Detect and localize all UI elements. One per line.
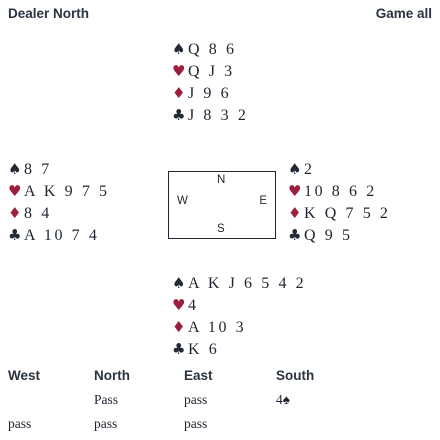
vulnerability-label: Game all	[375, 6, 432, 21]
east-hand: ♠2 ♥10 8 6 2 ♦K Q 7 5 2 ♣Q 9 5	[288, 158, 391, 246]
east-clubs: ♣Q 9 5	[288, 224, 391, 246]
auction-bid: pass	[184, 416, 208, 431]
spade-icon: ♠	[172, 274, 186, 292]
auction-header-north: North	[94, 368, 130, 383]
south-hearts: ♥4	[172, 294, 306, 316]
north-clubs: ♣J 8 3 2	[172, 104, 248, 126]
north-hearts-cards: Q J 3	[188, 63, 235, 80]
compass-box: N W E S	[168, 171, 276, 239]
south-hand: ♠A K J 6 5 4 2 ♥4 ♦A 10 3 ♣K 6	[172, 272, 306, 360]
west-spades: ♠8 7	[8, 158, 110, 180]
spade-icon: ♠	[172, 40, 186, 58]
east-hearts: ♥10 8 6 2	[288, 180, 391, 202]
club-icon: ♣	[172, 106, 186, 124]
auction-header-west: West	[8, 368, 41, 383]
dealer-label: Dealer North	[8, 6, 90, 21]
south-clubs: ♣K 6	[172, 338, 306, 360]
spade-icon: ♠	[8, 160, 22, 178]
heart-icon: ♥	[288, 182, 302, 200]
auction-bid: pass	[94, 416, 118, 431]
west-diamonds: ♦8 4	[8, 202, 110, 224]
east-hearts-cards: 10 8 6 2	[304, 183, 377, 200]
west-spades-cards: 8 7	[24, 161, 52, 178]
east-diamonds-cards: K Q 7 5 2	[304, 205, 391, 222]
west-clubs: ♣A 10 7 4	[8, 224, 110, 246]
east-spades: ♠2	[288, 158, 391, 180]
west-diamonds-cards: 8 4	[24, 205, 52, 222]
heart-icon: ♥	[172, 296, 186, 314]
west-clubs-cards: A 10 7 4	[24, 227, 100, 244]
club-icon: ♣	[8, 226, 22, 244]
spade-icon: ♠	[288, 160, 302, 178]
south-diamonds: ♦A 10 3	[172, 316, 306, 338]
auction-bid: 4♠	[276, 392, 290, 407]
north-diamonds: ♦J 9 6	[172, 82, 248, 104]
auction-header-east: East	[184, 368, 213, 383]
north-hearts: ♥Q J 3	[172, 60, 248, 82]
heart-icon: ♥	[172, 62, 186, 80]
north-spades: ♠Q 8 6	[172, 38, 248, 60]
north-diamonds-cards: J 9 6	[188, 85, 232, 102]
heart-icon: ♥	[8, 182, 22, 200]
south-clubs-cards: K 6	[188, 341, 220, 358]
south-spades-cards: A K J 6 5 4 2	[188, 275, 307, 292]
auction-bid: Pass	[94, 392, 119, 407]
diamond-icon: ♦	[288, 204, 302, 222]
auction-header-south: South	[276, 368, 315, 383]
diamond-icon: ♦	[172, 84, 186, 102]
west-hand: ♠8 7 ♥A K 9 7 5 ♦8 4 ♣A 10 7 4	[8, 158, 110, 246]
compass-east: E	[259, 195, 267, 207]
south-spades: ♠A K J 6 5 4 2	[172, 272, 306, 294]
south-hearts-cards: 4	[188, 297, 199, 314]
north-clubs-cards: J 8 3 2	[188, 107, 249, 124]
diamond-icon: ♦	[172, 318, 186, 336]
auction-bid: pass	[8, 416, 32, 431]
south-diamonds-cards: A 10 3	[188, 319, 247, 336]
diamond-icon: ♦	[8, 204, 22, 222]
north-spades-cards: Q 8 6	[188, 41, 237, 58]
club-icon: ♣	[288, 226, 302, 244]
auction-bid: pass	[184, 392, 208, 407]
west-hearts: ♥A K 9 7 5	[8, 180, 110, 202]
compass-south: S	[217, 223, 225, 235]
compass-north: N	[217, 174, 226, 186]
east-spades-cards: 2	[304, 161, 315, 178]
club-icon: ♣	[172, 340, 186, 358]
east-diamonds: ♦K Q 7 5 2	[288, 202, 391, 224]
west-hearts-cards: A K 9 7 5	[24, 183, 110, 200]
compass-west: W	[177, 195, 188, 207]
north-hand: ♠Q 8 6 ♥Q J 3 ♦J 9 6 ♣J 8 3 2	[172, 38, 248, 126]
east-clubs-cards: Q 9 5	[304, 227, 353, 244]
